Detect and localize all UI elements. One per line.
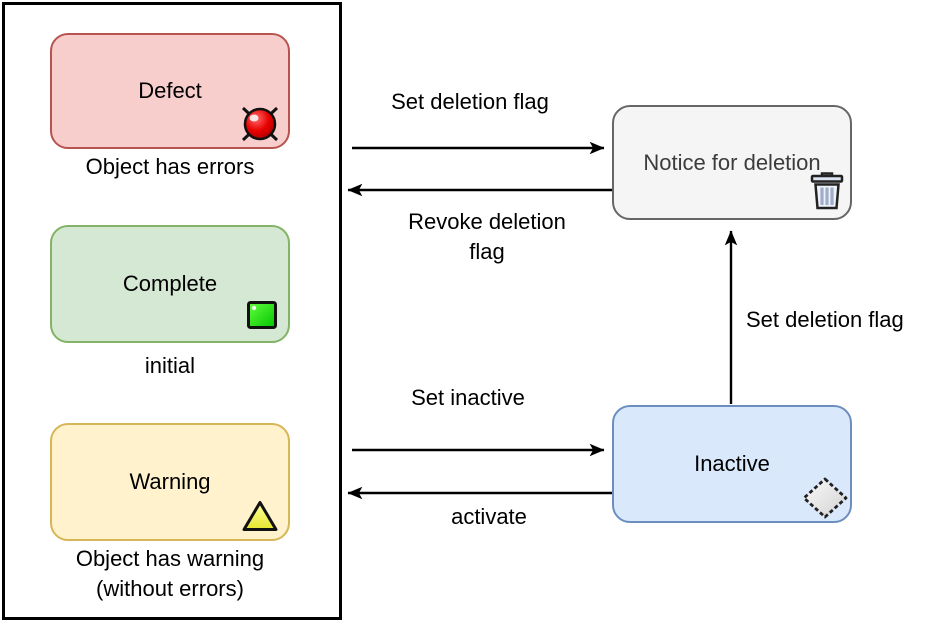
edge-label-revoke-deletion-flag: Revoke deletion flag — [408, 209, 566, 264]
warning-triangle-icon — [242, 501, 278, 531]
node-notice-for-deletion: Notice for deletion — [612, 105, 852, 220]
state-caption-warning: Object has warning (without errors) — [75, 546, 265, 601]
trash-icon — [810, 172, 844, 210]
error-ball-icon — [241, 106, 279, 142]
state-card-defect: Defect — [50, 33, 290, 149]
edge-label-set-deletion-flag: Set deletion flag — [391, 89, 549, 114]
edge-label-set-deletion-flag-vertical: Set deletion flag — [746, 307, 904, 332]
state-caption-complete: initial — [144, 353, 196, 378]
node-inactive: Inactive — [612, 405, 852, 523]
state-label-complete: Complete — [122, 271, 218, 296]
diamond-icon — [802, 477, 848, 519]
green-square-icon — [247, 301, 277, 329]
node-label-inactive: Inactive — [694, 451, 770, 476]
state-card-complete: Complete — [50, 225, 290, 343]
state-label-defect: Defect — [138, 78, 202, 103]
state-label-warning: Warning — [129, 469, 211, 494]
state-card-warning: Warning — [50, 423, 290, 541]
state-caption-defect: Object has errors — [85, 154, 255, 179]
edge-label-set-inactive: Set inactive — [411, 385, 525, 410]
edge-label-activate: activate — [451, 504, 527, 529]
node-label-notice-for-deletion: Notice for deletion — [643, 149, 821, 175]
